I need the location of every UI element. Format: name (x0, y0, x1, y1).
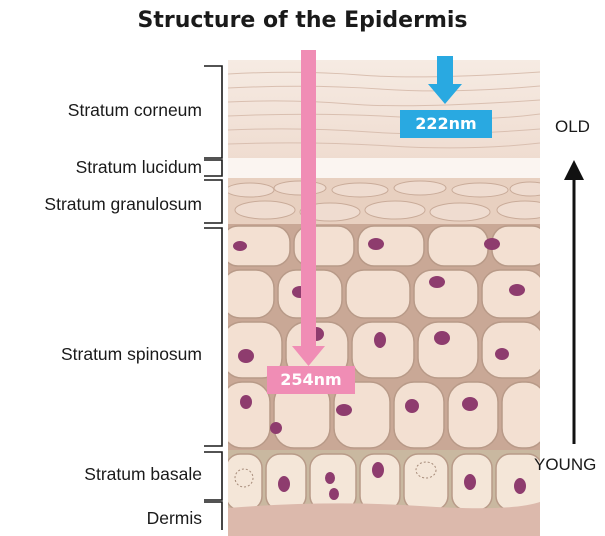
age-arrow (564, 160, 584, 444)
label-dermis: Dermis (147, 508, 202, 529)
age-label-young: YOUNG (534, 455, 596, 475)
bracket-spinosum (204, 228, 222, 446)
label-stratum-basale: Stratum basale (84, 464, 202, 485)
bracket-basale (204, 452, 222, 500)
bracket-corneum (204, 66, 222, 158)
age-label-old: OLD (555, 117, 590, 137)
bracket-granulosum (204, 180, 222, 223)
tag-222nm: 222nm (400, 110, 492, 138)
stratum-lucidum-region (228, 158, 540, 180)
bracket-lucidum (204, 160, 222, 176)
tag-254nm: 254nm (267, 366, 355, 394)
label-stratum-corneum: Stratum corneum (68, 100, 202, 121)
layer-brackets (204, 66, 222, 530)
label-stratum-lucidum: Stratum lucidum (76, 157, 202, 178)
label-stratum-spinosum: Stratum spinosum (61, 344, 202, 365)
label-stratum-granulosum: Stratum granulosum (44, 194, 202, 215)
bracket-dermis (204, 502, 222, 530)
